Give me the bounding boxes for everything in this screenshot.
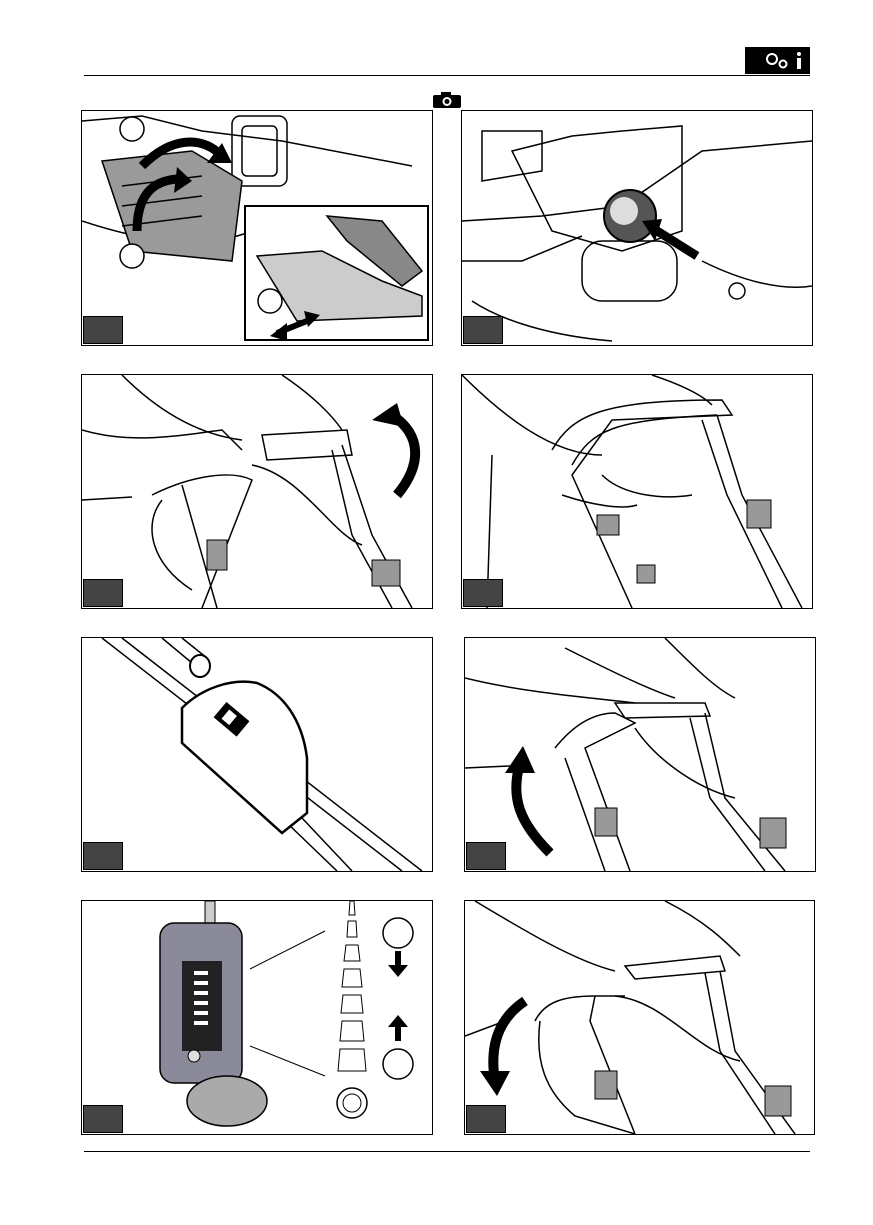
arrow-down-icon [388,965,408,977]
figure-label-3 [83,579,123,607]
camera-icon [432,91,462,114]
figure-3 [81,374,433,609]
callout-circle-3 [258,289,282,313]
figure-label-8 [466,1105,506,1133]
figure-5 [81,637,433,872]
figure-6 [464,637,816,872]
header-rule [84,75,810,76]
speed-scale [338,901,366,1071]
figure-label-5 [83,842,123,870]
figure-label-1 [83,316,123,344]
figure-7 [81,900,433,1135]
figure-label-2 [463,316,503,344]
info-icon [797,52,801,69]
figure-4 [461,374,813,609]
figure-2 [461,110,813,346]
gear-icon [767,54,787,68]
figure-label-4 [463,579,503,607]
footer-rule [84,1151,810,1152]
callout-circle-1 [120,117,144,141]
figure-1 [81,110,433,346]
inset-box [245,206,428,341]
figure-label-6 [466,842,506,870]
figure-label-7 [83,1105,123,1133]
callout-circle-top [383,918,413,948]
figure-8 [464,900,815,1135]
settings-info-badge [745,47,810,74]
callout-circle-bottom [383,1049,413,1079]
callout-circle-2 [120,244,144,268]
wheel-icon [337,1088,367,1118]
